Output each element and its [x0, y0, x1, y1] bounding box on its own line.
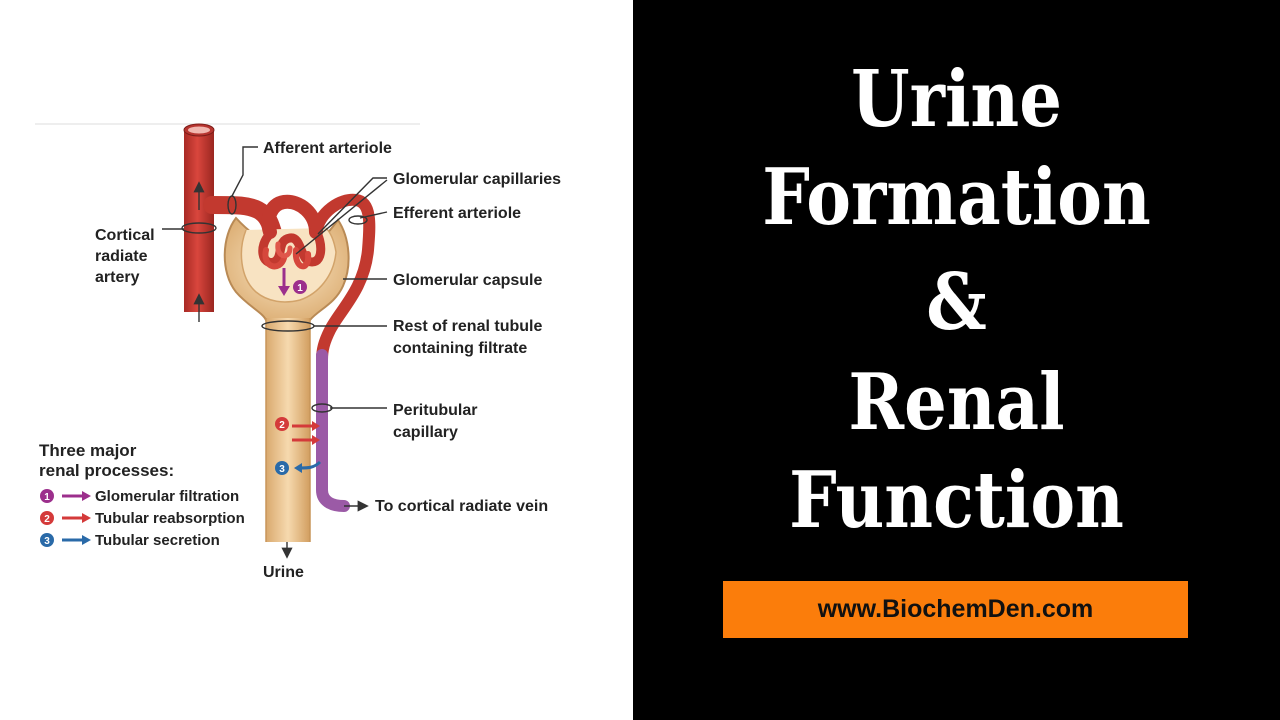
legend-title-2: renal processes:	[39, 461, 174, 480]
svg-text:Tubular reabsorption: Tubular reabsorption	[95, 510, 245, 527]
title-line-formation: Formation	[762, 152, 1151, 243]
label-rest-of-renal-tubule-2: containing filtrate	[393, 340, 527, 357]
svg-text:2: 2	[44, 514, 50, 525]
svg-text:Tubular secretion: Tubular secretion	[95, 532, 220, 549]
svg-text:1: 1	[297, 283, 303, 294]
title-line-ampersand: &	[926, 257, 987, 348]
process-1-marker: 1	[278, 268, 307, 296]
peritubular-capillary	[316, 349, 350, 512]
process-3-marker: 3	[275, 460, 322, 475]
nephron-diagram: 1 2 3 Afferent arter	[35, 123, 561, 581]
title-line-urine: Urine	[851, 54, 1062, 145]
label-rest-of-renal-tubule-1: Rest of renal tubule	[393, 318, 542, 335]
svg-text:3: 3	[44, 536, 50, 547]
label-afferent-arteriole: Afferent arteriole	[263, 140, 392, 157]
label-cortical-radiate-artery-1: Cortical	[95, 227, 155, 244]
glomerular-capsule	[223, 216, 350, 321]
svg-text:3: 3	[279, 464, 285, 475]
legend-item-1: 1 Glomerular filtration	[40, 488, 239, 505]
svg-text:2: 2	[279, 420, 285, 431]
website-banner[interactable]: www.BiochemDen.com	[723, 581, 1188, 638]
cortical-radiate-artery	[183, 123, 215, 312]
label-efferent-arteriole: Efferent arteriole	[393, 205, 521, 222]
legend-title-1: Three major	[39, 441, 137, 460]
svg-text:Glomerular filtration: Glomerular filtration	[95, 488, 239, 505]
label-urine: Urine	[263, 564, 304, 581]
label-peritubular-capillary-2: capillary	[393, 424, 458, 441]
renal-tubule	[265, 318, 311, 542]
label-cortical-radiate-artery-3: artery	[95, 269, 140, 286]
legend-item-3: 3 Tubular secretion	[40, 532, 220, 549]
process-2-marker: 2	[275, 417, 320, 445]
title-panel: Urine Formation & Renal Function www.Bio…	[633, 0, 1280, 720]
efferent-arteriole	[261, 194, 323, 239]
svg-text:1: 1	[44, 492, 50, 503]
label-cortical-radiate-artery-2: radiate	[95, 248, 148, 265]
diagram-panel: 1 2 3 Afferent arter	[0, 0, 633, 720]
title-line-renal: Renal	[848, 357, 1065, 448]
legend-item-2: 2 Tubular reabsorption	[40, 510, 245, 527]
label-glomerular-capillaries: Glomerular capillaries	[393, 171, 561, 188]
label-peritubular-capillary-1: Peritubular	[393, 402, 477, 419]
legend: Three major renal processes: 1 Glomerula…	[39, 441, 245, 549]
label-glomerular-capsule: Glomerular capsule	[393, 272, 542, 289]
label-to-cortical-radiate-vein: To cortical radiate vein	[375, 498, 548, 515]
title-line-function: Function	[789, 455, 1124, 546]
glomerular-capillaries	[258, 227, 326, 270]
website-link[interactable]: www.BiochemDen.com	[817, 595, 1094, 623]
